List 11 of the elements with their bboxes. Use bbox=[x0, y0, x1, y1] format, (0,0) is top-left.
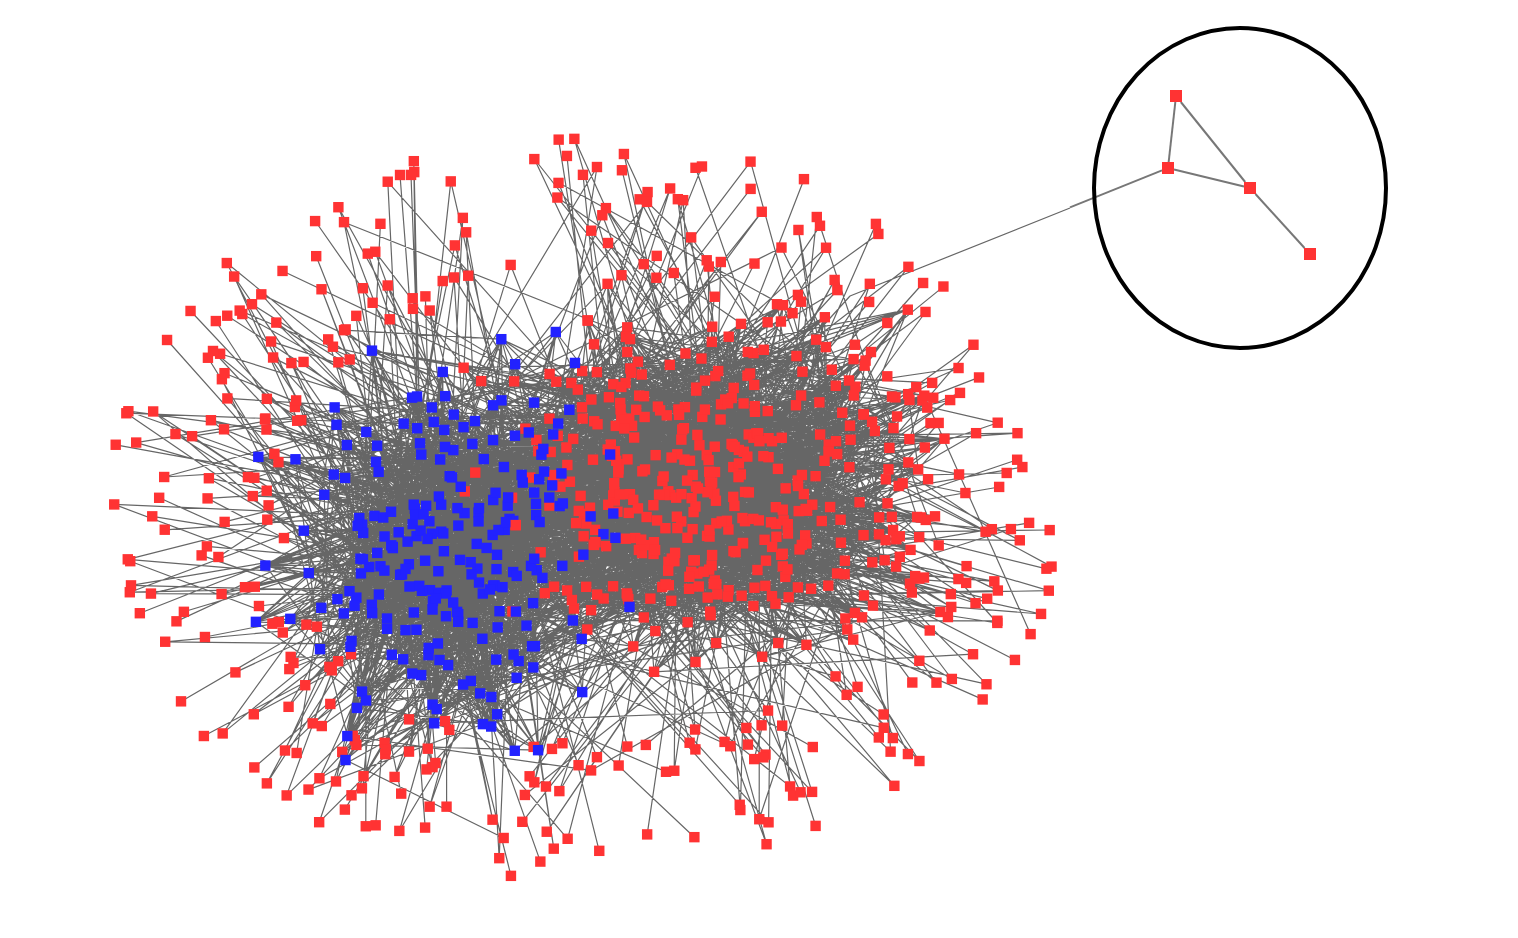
highlight-circle bbox=[1092, 26, 1388, 350]
network-edge bbox=[1069, 169, 1163, 209]
network-drawing bbox=[109, 133, 1071, 882]
network-edge bbox=[1167, 101, 1177, 163]
network-edge bbox=[1173, 168, 1245, 188]
network-node bbox=[1162, 162, 1174, 174]
network-edge bbox=[1254, 193, 1306, 249]
network-edge bbox=[1179, 101, 1247, 183]
network-node bbox=[1244, 182, 1256, 194]
network-node bbox=[1304, 248, 1316, 260]
network-node bbox=[1170, 90, 1182, 102]
